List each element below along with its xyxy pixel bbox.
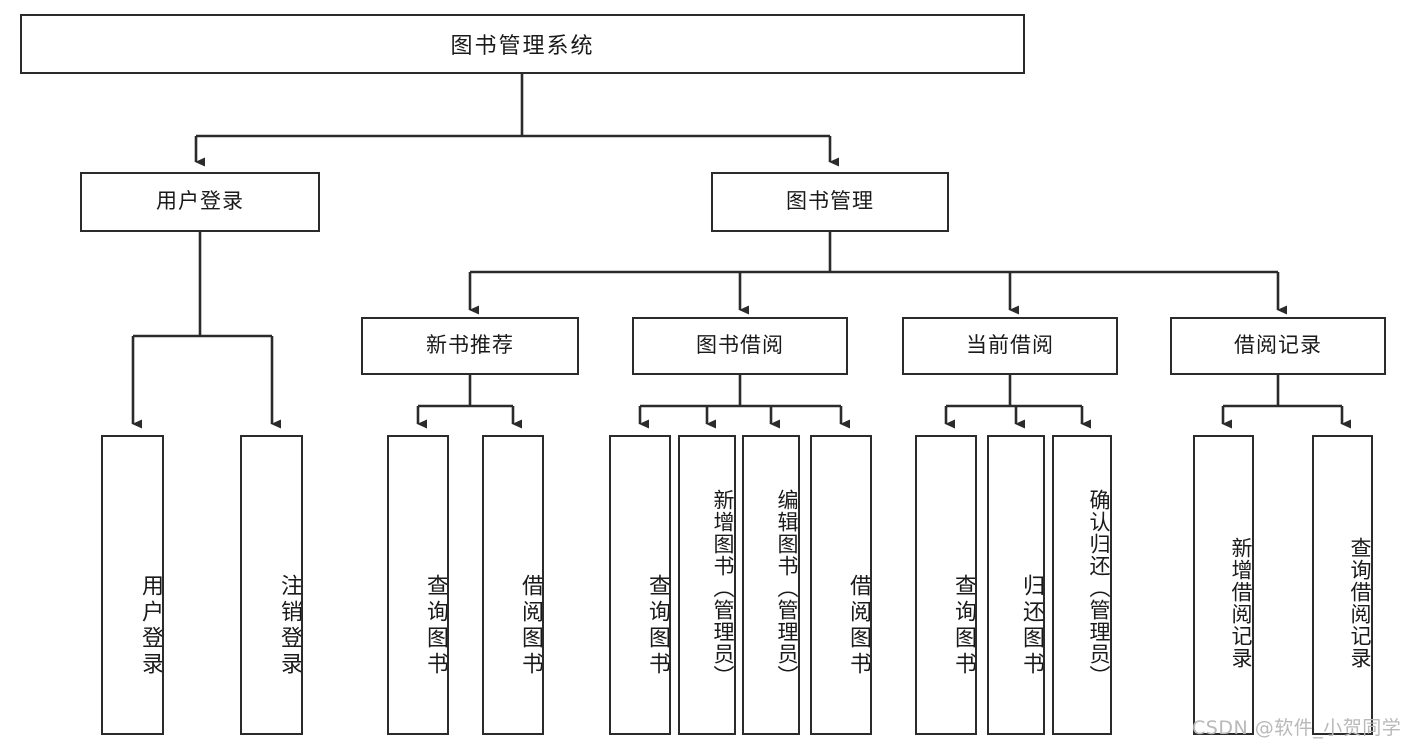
- node-book-borrow[interactable]: 图书借阅: [632, 317, 848, 375]
- node-book-manage-label: 图书管理: [786, 189, 874, 214]
- node-user-login[interactable]: 用户登录: [80, 172, 320, 232]
- node-leaf-query-book-2[interactable]: 查询图书: [609, 435, 671, 735]
- node-new-book-recommend-label: 新书推荐: [426, 333, 514, 358]
- node-leaf-edit-book[interactable]: 编辑图书（管理员）: [742, 435, 800, 735]
- node-leaf-confirm-return-label: 确认归还（管理员）: [1087, 489, 1111, 687]
- node-leaf-return-book[interactable]: 归还图书: [987, 435, 1045, 735]
- node-leaf-borrow-book-2-label: 借阅图书: [846, 574, 871, 678]
- node-leaf-borrow-book-1-label: 借阅图书: [518, 574, 543, 678]
- node-leaf-query-record-label: 查询借阅记录: [1348, 537, 1372, 669]
- node-root[interactable]: 图书管理系统: [20, 14, 1025, 74]
- node-leaf-return-book-label: 归还图书: [1019, 574, 1044, 678]
- node-borrow-record-label: 借阅记录: [1234, 333, 1322, 358]
- node-leaf-add-record-label: 新增借阅记录: [1229, 537, 1253, 669]
- node-book-borrow-label: 图书借阅: [696, 333, 784, 358]
- node-leaf-user-login[interactable]: 用户登录: [101, 435, 164, 735]
- node-leaf-logout-login[interactable]: 注销登录: [240, 435, 303, 735]
- node-borrow-record[interactable]: 借阅记录: [1170, 317, 1386, 375]
- node-leaf-query-book-3-label: 查询图书: [951, 574, 976, 678]
- node-leaf-query-book-1-label: 查询图书: [423, 574, 448, 678]
- node-leaf-borrow-book-2[interactable]: 借阅图书: [810, 435, 872, 735]
- node-leaf-add-book-label: 新增图书（管理员）: [711, 489, 735, 687]
- node-leaf-borrow-book-1[interactable]: 借阅图书: [482, 435, 544, 735]
- node-leaf-logout-login-label: 注销登录: [277, 574, 302, 678]
- node-leaf-user-login-label: 用户登录: [138, 574, 163, 678]
- node-leaf-confirm-return[interactable]: 确认归还（管理员）: [1052, 435, 1112, 735]
- node-leaf-query-book-2-label: 查询图书: [645, 574, 670, 678]
- node-current-borrow-label: 当前借阅: [966, 333, 1054, 358]
- node-user-login-label: 用户登录: [156, 189, 244, 214]
- node-current-borrow[interactable]: 当前借阅: [902, 317, 1118, 375]
- node-leaf-query-book-1[interactable]: 查询图书: [387, 435, 449, 735]
- node-leaf-query-record[interactable]: 查询借阅记录: [1312, 435, 1373, 735]
- node-new-book-recommend[interactable]: 新书推荐: [361, 317, 579, 375]
- node-leaf-edit-book-label: 编辑图书（管理员）: [775, 489, 799, 687]
- node-leaf-query-book-3[interactable]: 查询图书: [915, 435, 977, 735]
- node-book-manage[interactable]: 图书管理: [711, 172, 949, 232]
- node-leaf-add-book[interactable]: 新增图书（管理员）: [678, 435, 736, 735]
- node-root-label: 图书管理系统: [450, 34, 595, 59]
- node-leaf-add-record[interactable]: 新增借阅记录: [1193, 435, 1254, 735]
